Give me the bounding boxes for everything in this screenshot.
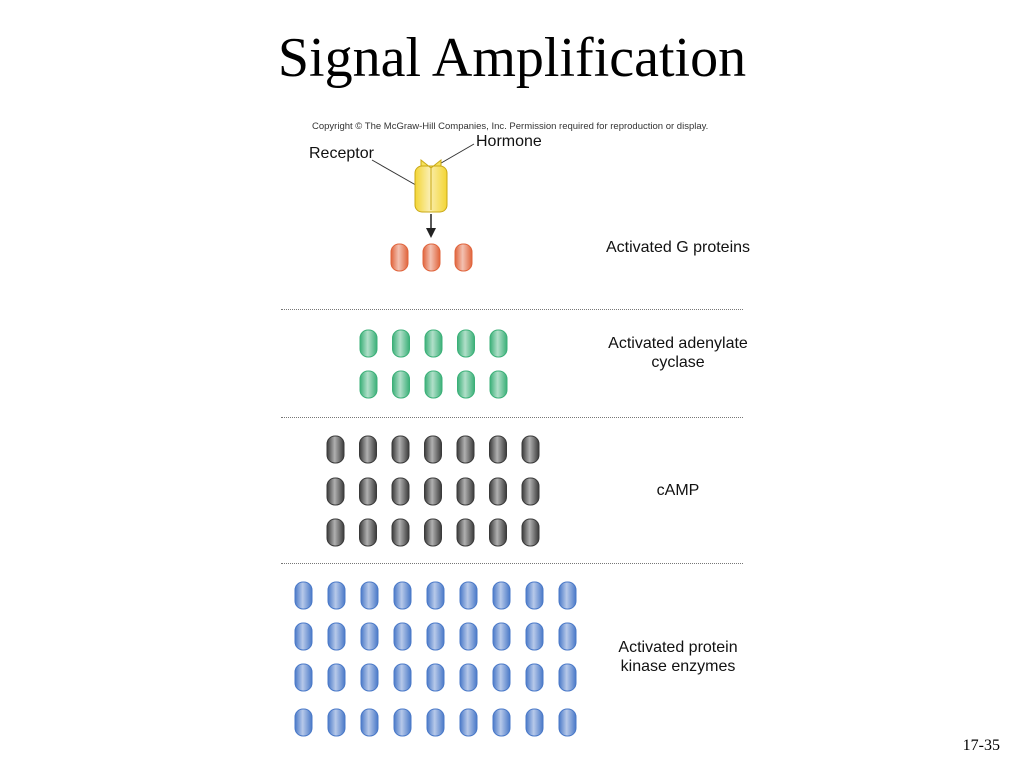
g-protein-molecule xyxy=(390,243,409,272)
protein-kinase-molecule xyxy=(558,663,577,692)
protein-kinase-molecule xyxy=(459,708,478,737)
protein-kinase-molecule xyxy=(327,622,346,651)
receptor-label: Receptor xyxy=(309,145,374,162)
adenylate-cyclase-molecule xyxy=(392,329,410,358)
camp-molecule xyxy=(456,518,475,547)
camp-molecule xyxy=(391,518,410,547)
protein-kinase-molecule xyxy=(525,663,544,692)
adenylate-cyclase-molecule xyxy=(457,370,475,399)
protein-kinase-molecule xyxy=(459,622,478,651)
stage-label-protein-kinase: Activated protein kinase enzymes xyxy=(618,639,738,675)
protein-kinase-molecule xyxy=(525,622,544,651)
protein-kinase-molecule xyxy=(393,708,412,737)
stage-label-camp: cAMP xyxy=(656,482,700,499)
g-protein-molecule xyxy=(454,243,473,272)
adenylate-cyclase-molecule xyxy=(359,329,378,358)
protein-kinase-molecule xyxy=(525,708,544,737)
camp-molecule xyxy=(359,477,377,506)
slide-number: 17-35 xyxy=(962,737,1000,754)
stage-label-adenylate-cyclase: Activated adenylate cyclase xyxy=(608,335,748,371)
protein-kinase-molecule xyxy=(492,663,511,692)
adenylate-cyclase-molecule xyxy=(359,370,378,399)
protein-kinase-molecule xyxy=(294,622,313,651)
stage-label-g-proteins: Activated G proteins xyxy=(605,239,751,256)
protein-kinase-molecule xyxy=(459,581,478,610)
protein-kinase-molecule xyxy=(525,581,544,610)
protein-kinase-molecule xyxy=(426,581,445,610)
protein-kinase-molecule xyxy=(426,622,445,651)
protein-kinase-molecule xyxy=(393,622,412,651)
adenylate-cyclase-molecule xyxy=(424,370,443,399)
protein-kinase-molecule xyxy=(294,581,313,610)
camp-molecule xyxy=(489,477,507,506)
protein-kinase-molecule xyxy=(492,622,511,651)
camp-molecule xyxy=(456,435,475,464)
protein-kinase-molecule xyxy=(360,708,379,737)
g-protein-molecule xyxy=(422,243,441,272)
protein-kinase-molecule xyxy=(393,581,412,610)
protein-kinase-molecule xyxy=(393,663,412,692)
camp-molecule xyxy=(326,518,345,547)
camp-molecule xyxy=(359,518,377,547)
adenylate-cyclase-molecule xyxy=(457,329,475,358)
camp-molecule xyxy=(489,518,507,547)
camp-molecule xyxy=(456,477,475,506)
adenylate-cyclase-molecule xyxy=(392,370,410,399)
adenylate-cyclase-molecule xyxy=(489,329,508,358)
hormone-label: Hormone xyxy=(476,133,542,150)
adenylate-cyclase-molecule xyxy=(424,329,443,358)
protein-kinase-molecule xyxy=(360,622,379,651)
camp-molecule xyxy=(489,435,507,464)
protein-kinase-molecule xyxy=(558,581,577,610)
protein-kinase-molecule xyxy=(558,622,577,651)
slide-title: Signal Amplification xyxy=(277,27,747,89)
protein-kinase-molecule xyxy=(327,581,346,610)
protein-kinase-molecule xyxy=(327,708,346,737)
protein-kinase-molecule xyxy=(360,663,379,692)
camp-molecule xyxy=(359,435,377,464)
protein-kinase-molecule xyxy=(327,663,346,692)
camp-molecule xyxy=(424,477,442,506)
camp-molecule xyxy=(326,477,345,506)
protein-kinase-molecule xyxy=(426,708,445,737)
camp-molecule xyxy=(521,435,540,464)
protein-kinase-molecule xyxy=(294,663,313,692)
copyright-notice: Copyright © The McGraw-Hill Companies, I… xyxy=(312,121,709,132)
protein-kinase-molecule xyxy=(360,581,379,610)
stage-divider xyxy=(281,309,743,310)
hormone-leader-line xyxy=(435,143,475,167)
adenylate-cyclase-molecule xyxy=(489,370,508,399)
receptor-protein xyxy=(414,158,448,213)
stage-divider xyxy=(281,417,743,418)
protein-kinase-molecule xyxy=(492,708,511,737)
receptor-leader-line xyxy=(371,159,422,189)
camp-molecule xyxy=(326,435,345,464)
protein-kinase-molecule xyxy=(294,708,313,737)
camp-molecule xyxy=(391,435,410,464)
camp-molecule xyxy=(424,518,442,547)
camp-molecule xyxy=(424,435,442,464)
protein-kinase-molecule xyxy=(492,581,511,610)
activation-arrow xyxy=(426,214,436,238)
camp-molecule xyxy=(521,518,540,547)
protein-kinase-molecule xyxy=(558,708,577,737)
camp-molecule xyxy=(391,477,410,506)
stage-divider xyxy=(281,563,743,564)
protein-kinase-molecule xyxy=(459,663,478,692)
camp-molecule xyxy=(521,477,540,506)
protein-kinase-molecule xyxy=(426,663,445,692)
